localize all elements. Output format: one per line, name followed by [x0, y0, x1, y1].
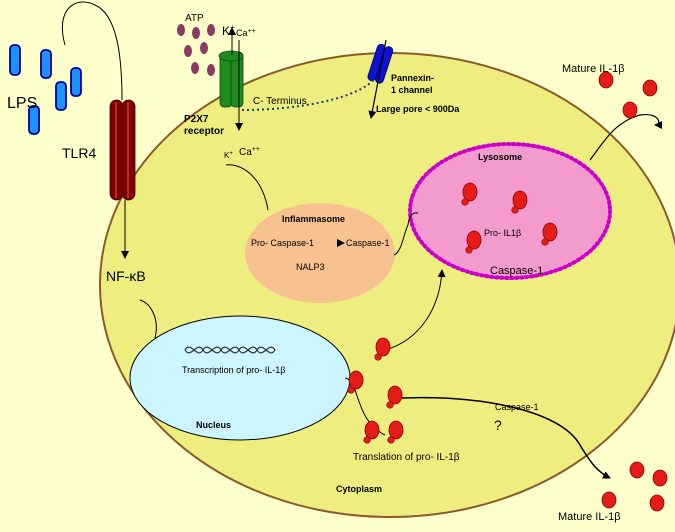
lysosome-label: Lysosome: [478, 152, 522, 162]
lps-rod-icon: [9, 44, 82, 135]
atp-label: ATP: [185, 13, 204, 24]
secretion-arrow-bottom: [401, 396, 611, 479]
caspase1-side-label: Caspase-1: [495, 402, 539, 412]
nucleus-label: Nucleus: [196, 420, 231, 430]
c-terminus-label: C- Terminus: [253, 96, 307, 107]
pro-il1b-lysosome-label: Pro- IL1β: [484, 228, 521, 238]
caspase-active-label: Caspase-1: [346, 238, 390, 248]
p2x7-receptor-label: receptor: [184, 126, 224, 137]
lps-to-tlr4-arrow: [61, 1, 123, 101]
ca-top-label: Ca++: [236, 28, 256, 38]
secretion-arrow-top: [589, 113, 663, 161]
nalp3-label: NALP3: [296, 262, 325, 272]
cytoplasm-label: Cytoplasm: [336, 484, 382, 494]
tlr4-label: TLR4: [62, 145, 96, 161]
inflammasome: [245, 203, 395, 303]
nfkb-label: NF-κB: [106, 268, 146, 284]
inflammasome-label: Inflammasome: [282, 214, 345, 224]
atp-dot-icon: [177, 24, 215, 76]
translation-label: Translation of pro- IL-1β: [353, 452, 460, 463]
lps-label: LPS: [7, 95, 37, 112]
k-top-label: K+: [222, 23, 235, 38]
large-pore-label: Large pore < 900Da: [376, 104, 460, 114]
ca-bottom-label: Ca++: [239, 146, 260, 158]
pannexin-label-1: Pannexin-: [391, 73, 434, 83]
k-bottom-label: K+: [224, 151, 233, 160]
lysosome: [408, 142, 612, 280]
tlr4-receptor-icon: [109, 99, 136, 201]
caspase1-lysosome-label: Caspase-1: [490, 265, 543, 277]
pro-caspase-label: Pro- Caspase-1: [251, 238, 314, 248]
nucleus: [129, 315, 351, 441]
mature-il1b-top-label: Mature IL-1β: [562, 63, 625, 75]
p2x7-channel-icon: [218, 50, 244, 108]
transcription-label: Transcription of pro- IL-1β: [182, 365, 285, 375]
pannexin-label-2: 1 channel: [391, 85, 433, 95]
question-label: ?: [494, 417, 502, 433]
p2x7-label: P2X7: [184, 114, 209, 125]
mature-il1b-bottom-label: Mature IL-1β: [558, 511, 621, 523]
